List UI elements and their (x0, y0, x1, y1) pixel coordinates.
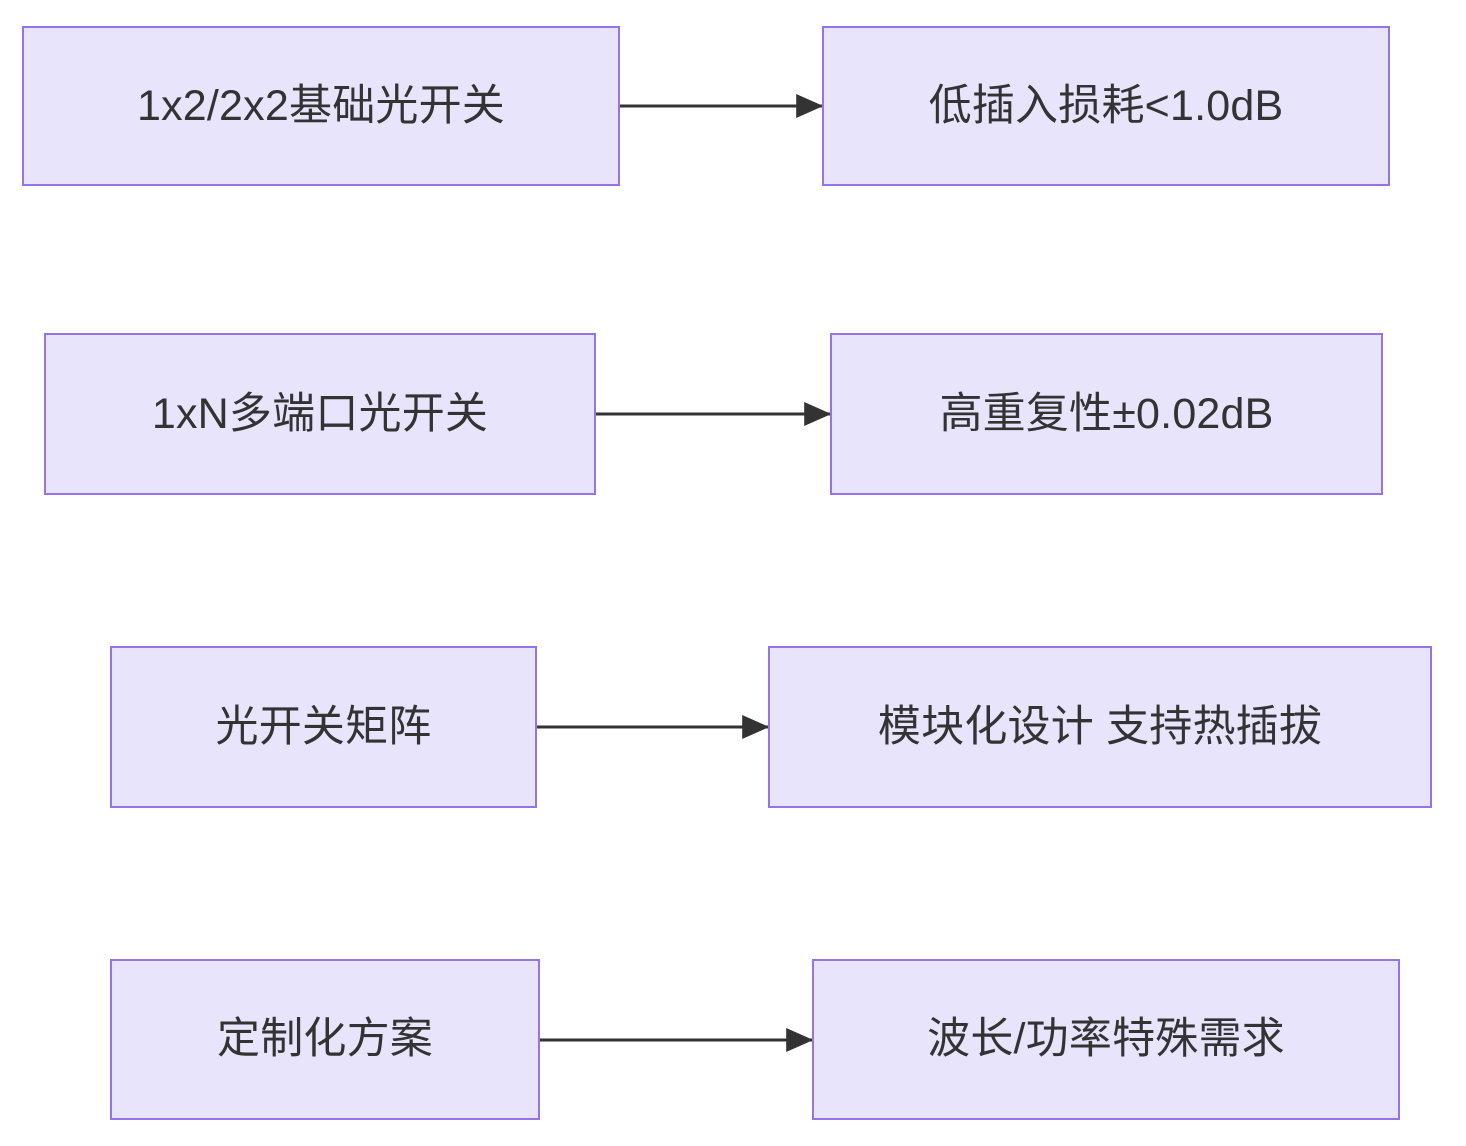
node-modular-design-hotswap[interactable]: 模块化设计 支持热插拔 (768, 646, 1432, 808)
node-label: 1x2/2x2基础光开关 (136, 81, 505, 130)
node-multiport-optical-switch[interactable]: 1xN多端口光开关 (44, 333, 596, 495)
node-custom-solution[interactable]: 定制化方案 (110, 959, 540, 1120)
node-wavelength-power-requirements[interactable]: 波长/功率特殊需求 (812, 959, 1400, 1120)
node-label: 光开关矩阵 (215, 702, 432, 751)
node-optical-switch-matrix[interactable]: 光开关矩阵 (110, 646, 537, 808)
node-label: 1xN多端口光开关 (151, 389, 489, 438)
node-basic-optical-switch[interactable]: 1x2/2x2基础光开关 (22, 26, 620, 186)
node-high-repeatability[interactable]: 高重复性±0.02dB (830, 333, 1383, 495)
node-low-insertion-loss[interactable]: 低插入损耗<1.0dB (822, 26, 1390, 186)
node-label: 波长/功率特殊需求 (927, 1015, 1285, 1064)
node-label: 定制化方案 (217, 1015, 433, 1064)
node-label: 高重复性±0.02dB (939, 389, 1274, 438)
node-label: 模块化设计 支持热插拔 (877, 702, 1323, 751)
node-label: 低插入损耗<1.0dB (928, 81, 1284, 130)
